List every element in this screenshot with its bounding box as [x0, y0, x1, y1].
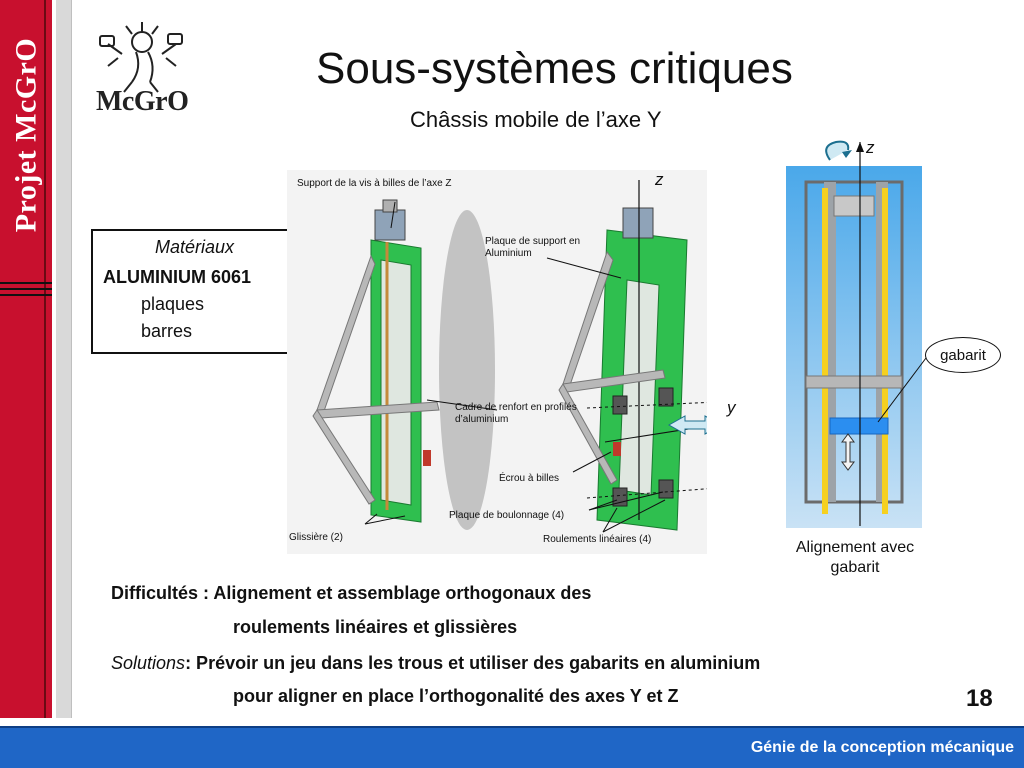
page-subtitle: Châssis mobile de l’axe Y — [410, 107, 662, 132]
solutions-line-1: Solutions: Prévoir un jeu dans les trous… — [111, 653, 760, 674]
callout-ball-nut: Écrou à billes — [499, 473, 560, 484]
gray-band — [56, 0, 72, 718]
axis-label-z: z — [866, 138, 875, 157]
axis-label-y: y — [727, 398, 736, 417]
yellow-rail — [822, 188, 828, 514]
side-rules — [0, 282, 52, 300]
mcgro-logo-icon — [99, 22, 183, 93]
side-band: Projet McGrO — [0, 0, 52, 718]
right-assembly — [558, 180, 734, 531]
sidebar-title: Projet McGrO — [4, 10, 48, 260]
callout-ballscrew-support: Support de la vis à billes de l’axe Z — [297, 178, 452, 189]
chassis-cad-figure: Support de la vis à billes de l’axe Z Pl… — [287, 170, 736, 554]
vertical-arrow-icon — [841, 433, 855, 471]
gabarit-block — [829, 417, 889, 435]
axis-label-z: z — [655, 170, 664, 189]
caption-line: Alignement avec — [795, 539, 915, 556]
sidebar-title-text: Projet McGrO — [9, 37, 43, 233]
callout-bolt-plate: Plaque de boulonnage (4) — [449, 510, 565, 521]
callout-slide-rail: Glissière (2) — [289, 532, 343, 543]
callout-reinforcement-frame: Cadre de renfort en profilés d’aluminium — [455, 402, 577, 425]
chassis-drawing — [287, 170, 734, 554]
materials-item: plaques — [141, 294, 205, 314]
callout-support-plate: Plaque de support en Aluminium — [485, 236, 581, 259]
logo-text: McGrO — [96, 86, 189, 117]
solutions-label: Solutions — [111, 653, 186, 673]
page-number: 18 — [966, 685, 993, 712]
solutions-line-2: pour aligner en place l’orthogonalité de… — [233, 686, 679, 706]
alignment-figure: z — [784, 138, 1004, 538]
yellow-rail — [882, 188, 888, 514]
gabarit-callout: gabarit — [925, 337, 1001, 373]
materials-item: barres — [141, 321, 193, 341]
shadow-shape — [439, 210, 495, 530]
callout-leaders — [364, 201, 666, 533]
caption-line: gabarit — [830, 559, 880, 576]
left-assembly — [312, 199, 440, 523]
side-band-stripe — [44, 0, 46, 718]
materials-box: Matériaux ALUMINIUM 6061 plaques barres — [91, 229, 303, 354]
difficulties-line-2: roulements linéaires et glissières — [233, 617, 518, 637]
page-title: Sous-systèmes critiques — [316, 44, 793, 93]
solutions-text: : Prévoir un jeu dans les trous et utili… — [185, 653, 761, 673]
rotation-arrow-icon — [825, 140, 850, 161]
alignment-caption: Alignement avec gabarit — [770, 538, 940, 578]
footer-bar: Génie de la conception mécanique — [0, 726, 1024, 768]
materials-alloy: ALUMINIUM 6061 — [103, 267, 252, 287]
alignment-drawing — [786, 140, 927, 528]
difficulties-line-1: Difficultés : Alignement et assemblage o… — [111, 583, 592, 603]
blue-panel — [786, 166, 922, 528]
materials-heading: Matériaux — [155, 237, 235, 257]
gabarit-label: gabarit — [940, 346, 986, 364]
footer-text: Génie de la conception mécanique — [750, 739, 1014, 756]
callout-linear-bearings: Roulements linéaires (4) — [543, 534, 652, 545]
